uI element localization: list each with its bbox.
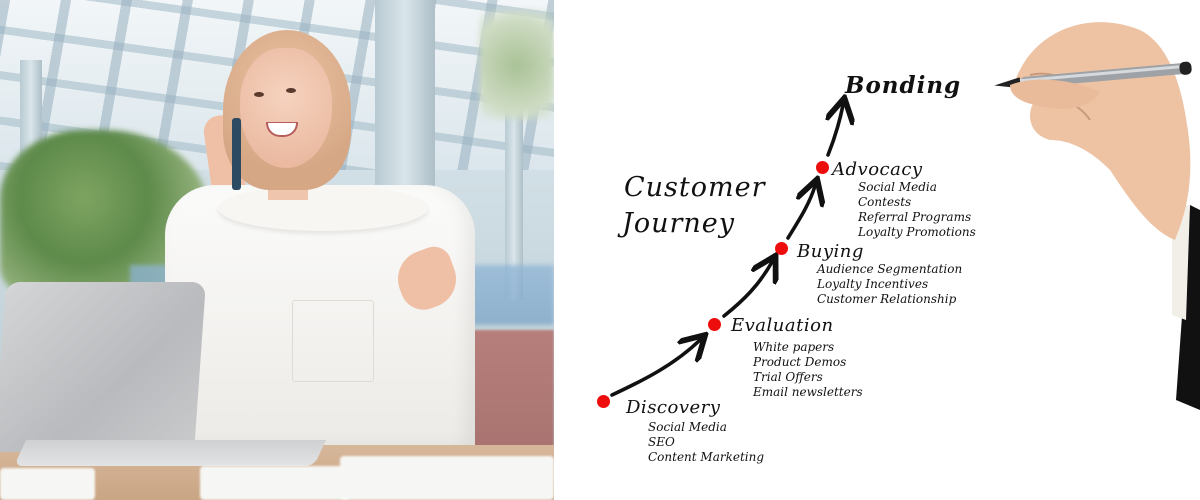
stage-item: Audience Segmentation xyxy=(817,262,963,276)
stage-items-evaluation: White papers Product Demos Trial Offers … xyxy=(753,340,863,400)
paper xyxy=(0,468,95,500)
stage-label-evaluation: Evaluation xyxy=(731,315,834,336)
paper xyxy=(200,466,350,500)
customer-journey-diagram: Customer Journey Discovery Social Media … xyxy=(554,0,1200,500)
stage-item: Referral Programs xyxy=(858,210,972,224)
shirt-pocket xyxy=(292,300,374,382)
stage-item: Email newsletters xyxy=(753,385,863,399)
shirt-collar xyxy=(218,185,428,231)
stage-label-bonding: Bonding xyxy=(845,72,962,99)
stage-item: Content Marketing xyxy=(648,450,765,464)
stage-label-discovery: Discovery xyxy=(626,397,721,418)
stage-dot-discovery xyxy=(597,395,610,408)
pillar xyxy=(375,0,435,220)
stage-item: Trial Offers xyxy=(753,370,823,384)
journey-arrows xyxy=(610,0,1200,397)
laptop-base xyxy=(13,440,327,466)
stage-item: Social Media xyxy=(858,180,937,194)
plants xyxy=(480,10,554,120)
stage-dot-advocacy xyxy=(816,161,829,174)
phone-icon xyxy=(232,118,241,190)
eye xyxy=(254,92,264,97)
stage-dot-evaluation xyxy=(708,318,721,331)
stage-item: SEO xyxy=(648,435,675,449)
stage-item: Contests xyxy=(858,195,912,209)
face xyxy=(240,48,332,168)
stage-item: White papers xyxy=(753,340,835,354)
diagram-title-line2: Journey xyxy=(622,208,735,239)
diagram-title-line1: Customer xyxy=(624,172,766,203)
stage-items-advocacy: Social Media Contests Referral Programs … xyxy=(858,180,976,240)
stage-item: Loyalty Promotions xyxy=(858,225,976,239)
stage-dot-buying xyxy=(775,242,788,255)
stage-items-buying: Audience Segmentation Loyalty Incentives… xyxy=(817,262,962,307)
stage-label-buying: Buying xyxy=(797,241,864,262)
writing-hand-with-pen-icon xyxy=(994,22,1200,410)
stage-item: Customer Relationship xyxy=(817,292,957,306)
paper xyxy=(340,456,554,500)
stage-item: Product Demos xyxy=(753,355,847,369)
stage-items-discovery: Social Media SEO Content Marketing xyxy=(648,420,764,465)
eye xyxy=(286,88,296,93)
laptop xyxy=(0,282,206,452)
stage-label-advocacy: Advocacy xyxy=(832,159,923,180)
stage-item: Social Media xyxy=(648,420,727,434)
customer-photo xyxy=(0,0,554,500)
stage-item: Loyalty Incentives xyxy=(817,277,929,291)
pillar xyxy=(505,100,523,300)
